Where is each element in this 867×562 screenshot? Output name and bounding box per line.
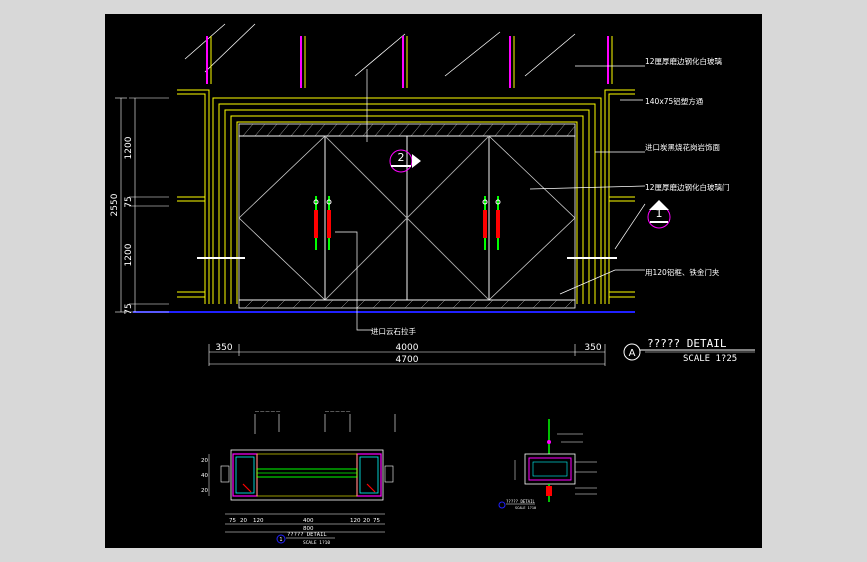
- s2-title: ????? DETAIL: [506, 499, 535, 504]
- door-handles: [313, 196, 501, 250]
- s1-title: ????? DETAIL: [287, 532, 327, 538]
- s1-marker: 1: [279, 537, 282, 543]
- s1-dim-800: 800: [303, 526, 314, 532]
- s1-dim-left-2: 40: [201, 473, 208, 479]
- label-clamp: 用120铝框、铁金门夹: [645, 267, 720, 277]
- s1-dim-120a: 120: [253, 518, 264, 524]
- label-glass-door: 12厘厚磨边钢化白玻璃门: [645, 182, 730, 192]
- door-frame: [177, 89, 635, 304]
- s1-dim-75b: 75: [373, 518, 380, 524]
- elevation-drawing: 2 1 12厘厚磨边钢化白玻璃 140x75铝塑方通 进口炭黑烧花岗岩饰面 12…: [110, 23, 755, 546]
- dim-75-bottom: 75: [124, 303, 134, 314]
- section-marker-2: 2: [389, 149, 421, 173]
- s1-dim-20a: 20: [240, 518, 247, 524]
- s1-scale: SCALE 1?10: [303, 540, 330, 546]
- s1-dim-120b: 120: [350, 518, 361, 524]
- dim-4000: 4000: [396, 343, 419, 353]
- dim-4700: 4700: [396, 355, 419, 365]
- label-granite: 进口炭黑烧花岗岩饰面: [645, 142, 720, 152]
- detail-a-title: A ????? DETAIL SCALE 1?25: [623, 337, 755, 364]
- vertical-dimension-texts: 2550 1200 75 1200 75: [110, 136, 134, 314]
- top-mullion-edges: [210, 36, 613, 88]
- handle-right-pair: [482, 196, 501, 250]
- s2-scale: SCALE 1?10: [515, 506, 536, 510]
- sill-band: [238, 299, 576, 309]
- svg-text:― ― ― ― ―: ― ― ― ― ―: [255, 409, 280, 414]
- section-detail-1: ― ― ― ― ― ― ― ― ― ―: [201, 409, 396, 546]
- dim-75-mid: 75: [124, 196, 134, 207]
- detail-a-scale: SCALE 1?25: [683, 354, 737, 364]
- label-handle: 进口云石拉手: [371, 326, 416, 336]
- annotation-labels: 12厘厚磨边钢化白玻璃 140x75铝塑方通 进口炭黑烧花岗岩饰面 12厘厚磨边…: [371, 56, 730, 336]
- dim-350-right: 350: [584, 343, 601, 353]
- door-leaves: [238, 135, 576, 301]
- section-marker-1: 1: [647, 200, 671, 229]
- label-glass-top: 12厘厚磨边钢化白玻璃: [645, 56, 723, 66]
- dim-1200-top: 1200: [124, 136, 134, 159]
- svg-text:― ― ― ― ―: ― ― ― ― ―: [325, 409, 350, 414]
- dim-350-left: 350: [215, 343, 232, 353]
- horizontal-dimensions: [208, 344, 606, 366]
- handle-left-pair: [313, 196, 332, 250]
- upper-glass-panels: [184, 23, 576, 77]
- detail-a-letter: A: [629, 348, 636, 359]
- vertical-dimensions: [115, 97, 169, 313]
- section-detail-2: ????? DETAIL SCALE 1?10: [498, 419, 597, 510]
- s1-dim-400: 400: [303, 518, 314, 524]
- s1-dim-left-3: 20: [201, 488, 208, 494]
- s1-dim-20b: 20: [363, 518, 370, 524]
- drawing-canvas[interactable]: 2 1 12厘厚磨边钢化白玻璃 140x75铝塑方通 进口炭黑烧花岗岩饰面 12…: [105, 14, 762, 548]
- marker-2-label: 2: [398, 151, 405, 164]
- transom-band: [238, 123, 576, 137]
- marker-1-label: 1: [656, 207, 663, 220]
- dim-2550: 2550: [110, 193, 120, 216]
- label-aluminium: 140x75铝塑方通: [645, 96, 704, 106]
- s1-dim-left-1: 20: [201, 458, 208, 464]
- s1-dim-75a: 75: [229, 518, 236, 524]
- dim-1200-bottom: 1200: [124, 243, 134, 266]
- leader-lines: [335, 65, 646, 331]
- detail-a-heading: ????? DETAIL: [647, 337, 727, 350]
- top-mullions: [206, 36, 609, 88]
- horizontal-dimension-texts: 350 4000 350 4700: [215, 343, 601, 365]
